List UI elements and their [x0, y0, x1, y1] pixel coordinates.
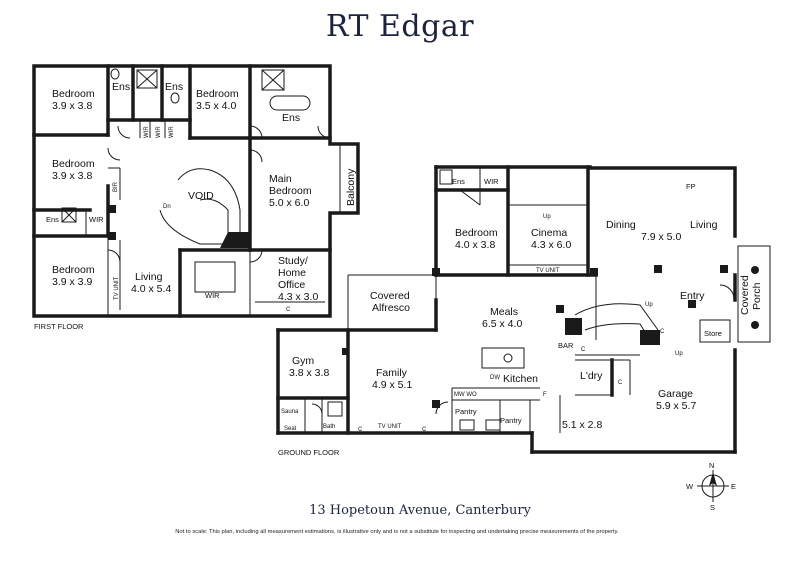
ff-bed2-size: 3.5 x 4.0	[196, 100, 236, 112]
gf-sauna-label: Sauna	[281, 409, 299, 415]
ff-bed4-size: 3.9 x 3.9	[52, 276, 92, 288]
compass-n: N	[709, 461, 714, 470]
ff-bir-label: BIR	[113, 181, 119, 192]
ff-wir-study-label: WIR	[205, 291, 220, 300]
gf-fp-label: FP	[686, 182, 696, 191]
ff-wir4-label: WIR	[89, 215, 104, 224]
ff-c-label: C	[286, 307, 291, 313]
ground-floor-caption: GROUND FLOOR	[278, 448, 340, 457]
property-address: 13 Hopetoun Avenue, Canterbury	[309, 503, 531, 518]
gf-family-size: 4.9 x 5.1	[372, 379, 412, 391]
gf-c3-label: C	[618, 380, 623, 386]
ff-living-label: Living	[135, 271, 163, 283]
ff-bed2-label: Bedroom	[196, 88, 239, 100]
gf-family-label: Family	[376, 367, 408, 379]
ff-study-size: 4.3 x 3.0	[278, 291, 318, 303]
gf-pantry2-label: Pantry	[500, 416, 522, 425]
ff-ens1-label: Ens	[112, 81, 130, 93]
first-floor-plan	[32, 64, 360, 318]
gf-c2-label: C	[660, 329, 665, 335]
ff-ens3-label: Ens	[282, 112, 300, 124]
ff-ens2-label: Ens	[165, 81, 183, 93]
gf-living-label: Living	[690, 219, 718, 231]
gf-porch-l2: Porch	[751, 282, 763, 310]
gf-kitchen-label: Kitchen	[503, 373, 538, 385]
ff-bed1-label: Bedroom	[52, 88, 95, 100]
gf-tv-unit2-label: TV UNIT	[378, 424, 402, 430]
gf-wir-label: WIR	[484, 177, 499, 186]
gf-ens-label: Ens	[452, 177, 465, 186]
gf-f-label: F	[543, 392, 547, 398]
gf-porch-l1: Covered	[739, 275, 751, 315]
brand-logo: RT Edgar	[326, 9, 474, 44]
gf-dl-size: 7.9 x 5.0	[641, 231, 681, 243]
gf-bar-label: BAR	[558, 341, 574, 350]
ff-dn-label: Dn	[163, 204, 171, 210]
gf-gym-label: Gym	[292, 355, 314, 367]
gf-store-label: Store	[704, 329, 722, 338]
ff-bed4-label: Bedroom	[52, 264, 95, 276]
gf-alfresco-l1: Covered	[370, 290, 410, 302]
gf-tv-unit1-label: TV UNIT	[536, 268, 560, 274]
ff-study-l3: Office	[278, 279, 305, 291]
gf-ldry-label: L'dry	[580, 370, 603, 382]
gf-dw-label: DW	[490, 375, 500, 381]
gf-gym-size: 3.8 x 3.8	[289, 367, 329, 379]
gf-c1-label: C	[581, 347, 586, 353]
ff-ens4-label: Ens	[46, 215, 59, 224]
gf-up1-label: Up	[543, 214, 551, 220]
ff-study-l1: Study/	[278, 255, 308, 267]
compass-w: W	[686, 482, 694, 491]
ff-balcony-label: Balcony	[345, 168, 357, 206]
compass-s: S	[710, 503, 715, 512]
gf-up2-label: Up	[645, 302, 653, 308]
ff-main-bed-l1: Main	[269, 173, 292, 185]
ff-bed3-label: Bedroom	[52, 158, 95, 170]
compass-icon	[697, 470, 729, 502]
gf-up3-label: Up	[675, 351, 683, 357]
gf-garage-size: 5.9 x 5.7	[656, 400, 696, 412]
gf-garage-label: Garage	[658, 388, 693, 400]
ff-void-label: VOID	[188, 190, 214, 202]
ff-wir2-label: WIR	[156, 126, 162, 138]
gf-c5-label: C	[422, 427, 427, 433]
ff-wir3-label: WIR	[169, 126, 175, 138]
gf-c4-label: C	[358, 427, 363, 433]
gf-cinema-label: Cinema	[531, 227, 567, 239]
ground-floor-plan	[276, 165, 771, 454]
gf-cinema-size: 4.3 x 6.0	[531, 239, 571, 251]
ff-bed3-size: 3.9 x 3.8	[52, 170, 92, 182]
gf-meals-size: 6.5 x 4.0	[482, 318, 522, 330]
gf-dining-label: Dining	[606, 219, 636, 231]
ff-bed1-size: 3.9 x 3.8	[52, 100, 92, 112]
ff-study-l2: Home	[278, 267, 306, 279]
ff-main-bed-size: 5.0 x 6.0	[269, 197, 309, 209]
gf-alfresco-l2: Alfresco	[372, 302, 410, 314]
gf-bedroom-label: Bedroom	[455, 227, 498, 239]
ff-living-size: 4.0 x 5.4	[131, 283, 171, 295]
gf-entry-label: Entry	[680, 290, 705, 302]
ff-main-bed-l2: Bedroom	[269, 185, 312, 197]
compass-e: E	[731, 482, 736, 491]
gf-mwwo-label: MW WO	[454, 392, 477, 398]
gf-meals-label: Meals	[490, 306, 518, 318]
gf-garage-ext: 5.1 x 2.8	[562, 419, 602, 431]
first-floor-caption: FIRST FLOOR	[34, 322, 84, 331]
gf-bath-label: Bath	[323, 424, 335, 430]
ff-tv-unit-label: TV UNIT	[114, 276, 120, 300]
ff-wir1-label: WIR	[144, 126, 150, 138]
gf-bedroom-size: 4.0 x 3.8	[455, 239, 495, 251]
gf-pantry1-label: Pantry	[455, 407, 477, 416]
disclaimer-text: Not to scale: This plan, including all m…	[175, 529, 619, 535]
gf-seat-label: Seat	[284, 426, 297, 432]
